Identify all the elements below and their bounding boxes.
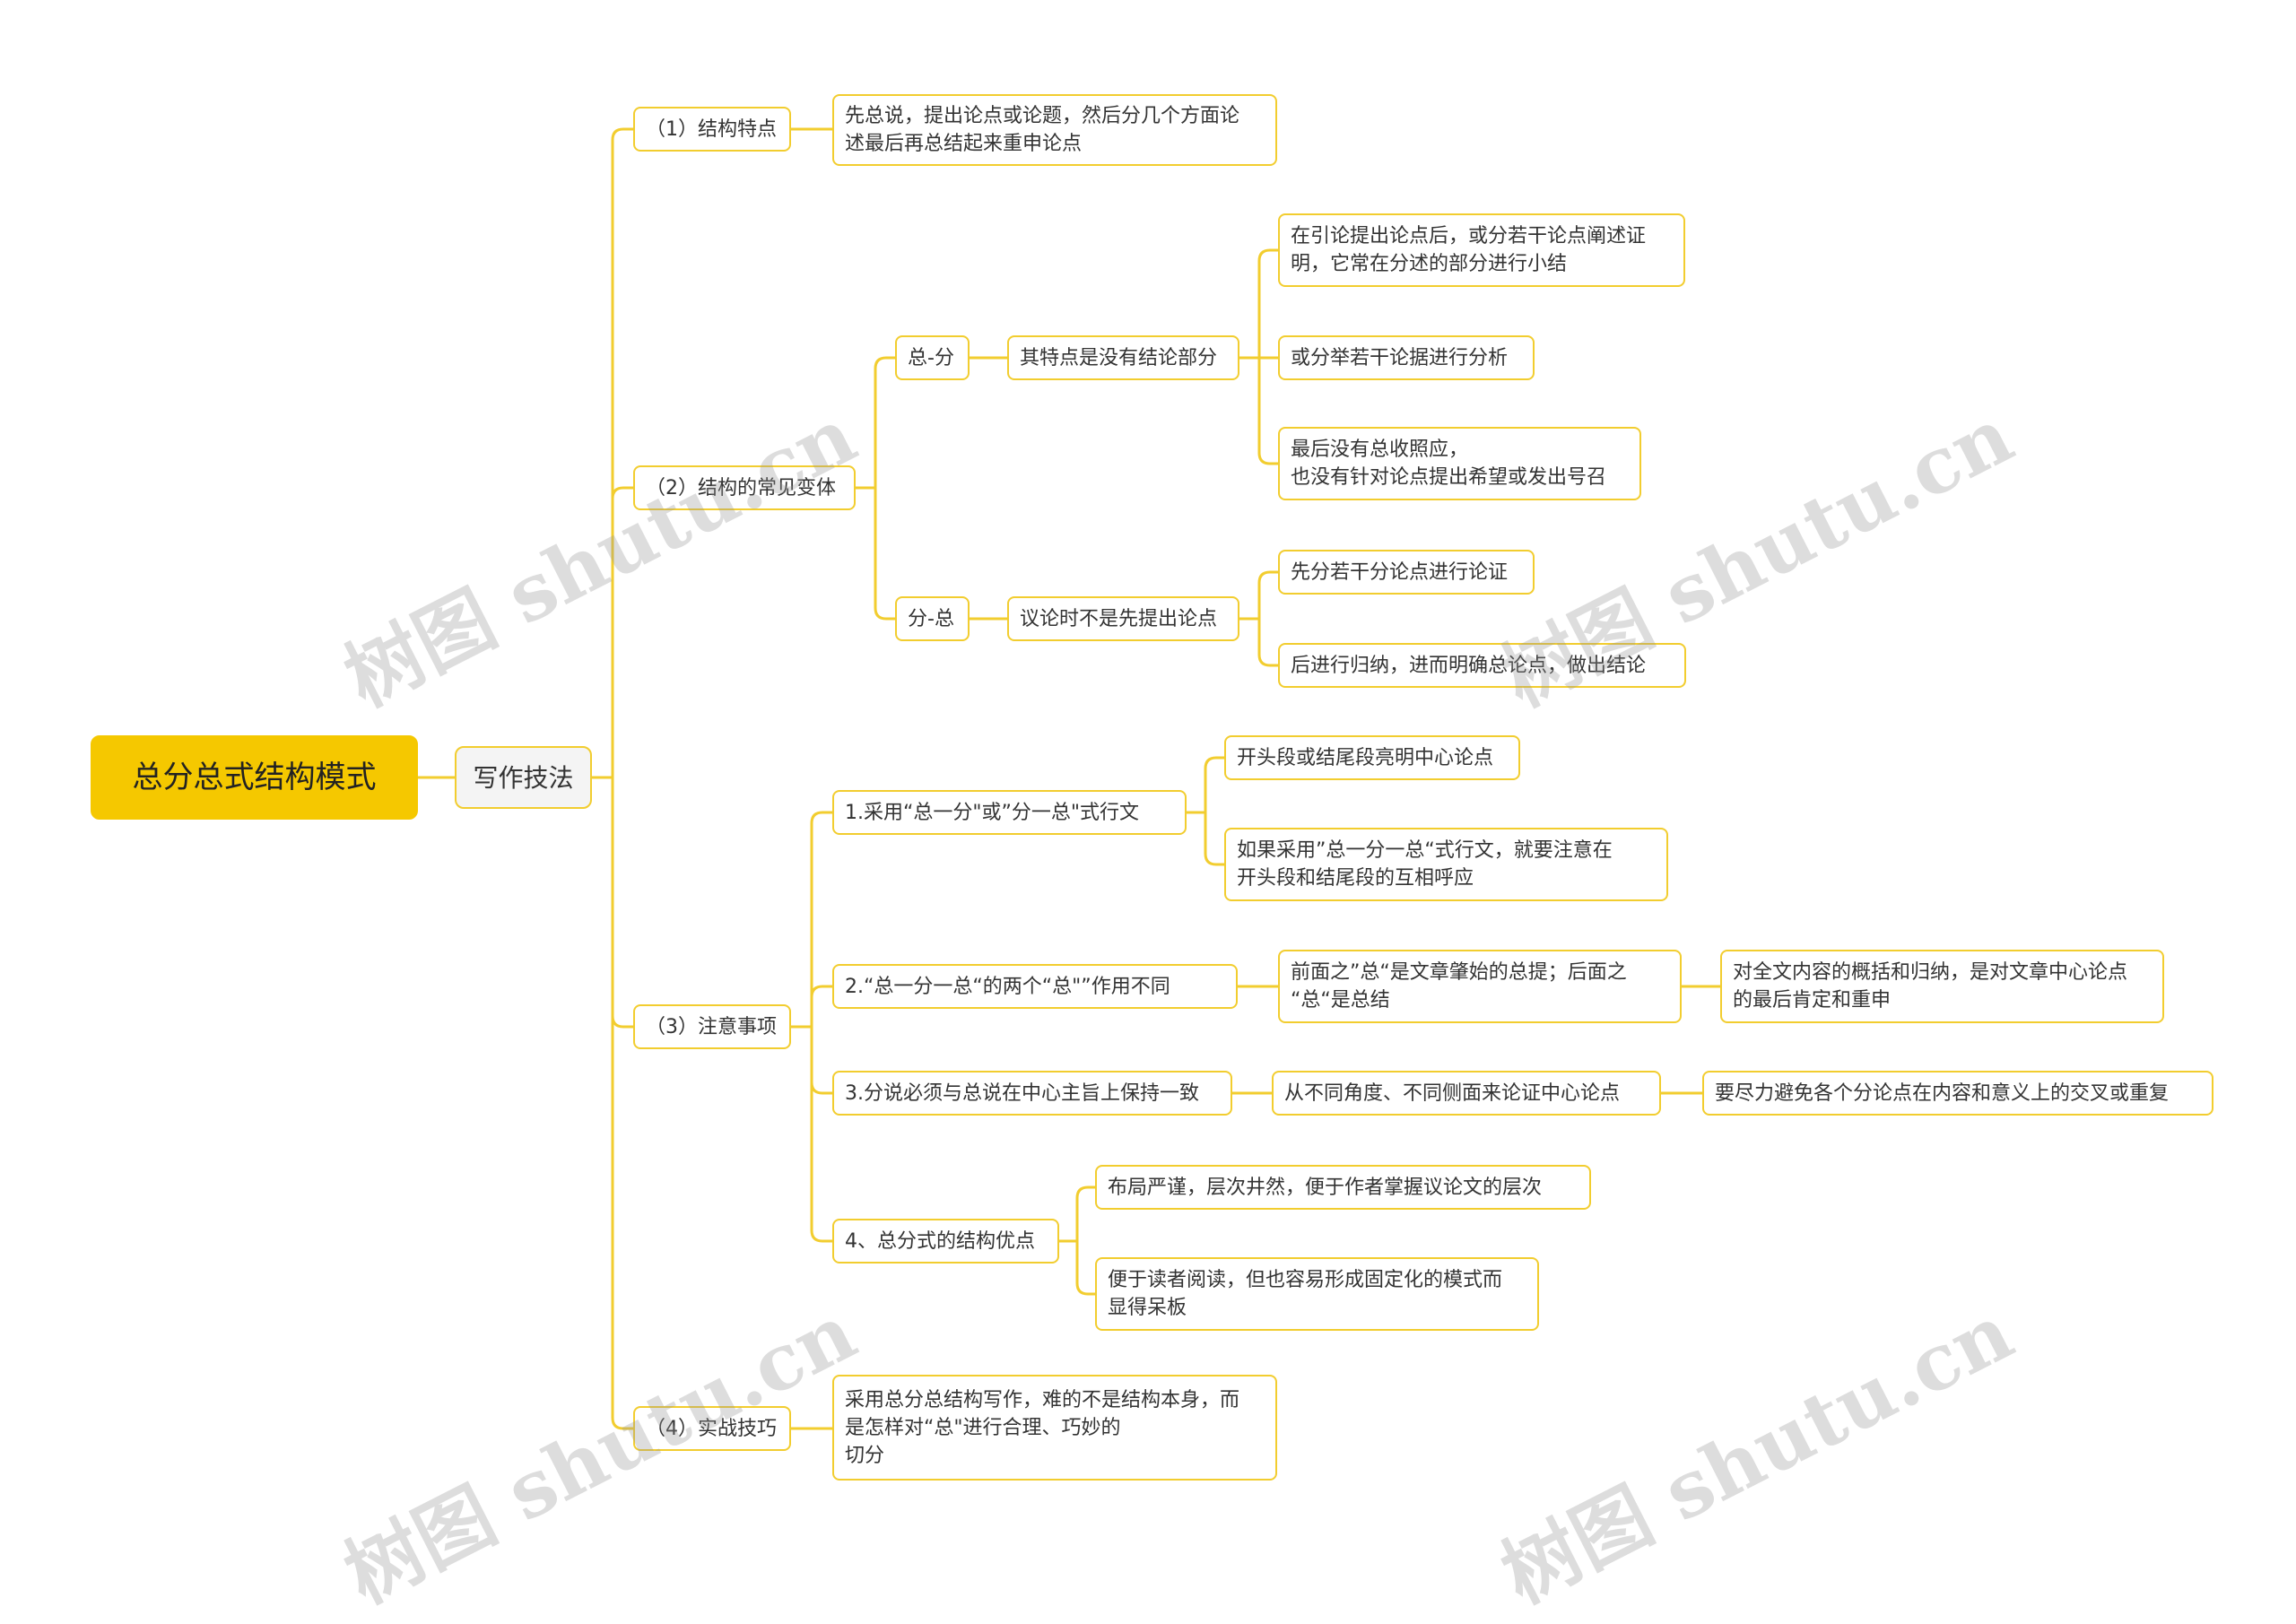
- variant-fen-zong-feature[interactable]: 议论时不是先提出论点: [1007, 596, 1239, 641]
- connector-line: [611, 776, 635, 1430]
- fen-zong-item-2[interactable]: 后进行归纳，进而明确总论点，做出结论: [1278, 643, 1686, 688]
- section-notes[interactable]: （3）注意事项: [633, 1004, 791, 1049]
- note-3[interactable]: 3.分说必须与总说在中心主旨上保持一致: [832, 1071, 1232, 1116]
- note-3-detail-2[interactable]: 要尽力避免各个分论点在内容和意义上的交叉或重复: [1702, 1071, 2213, 1116]
- connector-line: [1257, 570, 1280, 621]
- note-4[interactable]: 4、总分式的结构优点: [832, 1219, 1059, 1264]
- variant-fen-zong[interactable]: 分-总: [895, 596, 970, 641]
- note-2-detail-2[interactable]: 对全文内容的概括和归纳，是对文章中心论点 的最后肯定和重申: [1720, 950, 2164, 1023]
- note-2-detail[interactable]: 前面之”总“是文章肇始的总提；后面之 “总“是总结: [1278, 950, 1682, 1023]
- note-4-item-1[interactable]: 布局严谨，层次井然，便于作者掌握议论文的层次: [1095, 1165, 1591, 1210]
- connector-line: [1204, 811, 1226, 866]
- zong-fen-item-1[interactable]: 在引论提出论点后，或分若干论点阐述证 明，它常在分述的部分进行小结: [1278, 213, 1685, 287]
- root-node[interactable]: 总分总式结构模式: [91, 735, 418, 820]
- section-variants[interactable]: （2）结构的常见变体: [633, 465, 856, 510]
- connector-line: [810, 1025, 834, 1095]
- note-1-item-1[interactable]: 开头段或结尾段亮明中心论点: [1224, 735, 1520, 780]
- note-2[interactable]: 2.“总一分一总“的两个“总"”作用不同: [832, 964, 1238, 1009]
- connector-line: [1257, 617, 1280, 667]
- connector-line: [611, 127, 635, 779]
- connector-line: [611, 776, 635, 1029]
- note-3-detail[interactable]: 从不同角度、不同侧面来论证中心论点: [1272, 1071, 1661, 1116]
- fen-zong-item-1[interactable]: 先分若干分论点进行论证: [1278, 550, 1535, 595]
- zong-fen-item-3[interactable]: 最后没有总收照应， 也没有针对论点提出希望或发出号召: [1278, 427, 1641, 500]
- connector-line: [810, 811, 834, 1029]
- note-1[interactable]: 1.采用“总一分"或”分一总"式行文: [832, 790, 1187, 835]
- variant-zong-fen-feature[interactable]: 其特点是没有结论部分: [1007, 335, 1239, 380]
- zong-fen-item-2[interactable]: 或分举若干论据进行分析: [1278, 335, 1535, 380]
- connector-line: [810, 1025, 834, 1243]
- connector-line: [1257, 248, 1280, 360]
- category-node[interactable]: 写作技法: [455, 746, 592, 809]
- connector-line: [874, 486, 897, 621]
- connector-lines: [416, 127, 1722, 1430]
- note-4-item-2[interactable]: 便于读者阅读，但也容易形成固定化的模式而 显得呆板: [1095, 1257, 1539, 1331]
- connector-line: [1257, 356, 1280, 465]
- connector-line: [810, 985, 834, 1029]
- connector-line: [1075, 1239, 1097, 1296]
- practice-text[interactable]: 采用总分总结构写作，难的不是结构本身，而 是怎样对“总"进行合理、巧妙的 切分: [832, 1375, 1277, 1481]
- variant-zong-fen[interactable]: 总-分: [895, 335, 970, 380]
- connector-line: [611, 486, 635, 779]
- connector-line: [874, 356, 897, 490]
- connector-line: [1075, 1185, 1097, 1243]
- section-structure-feature[interactable]: （1）结构特点: [633, 107, 791, 152]
- structure-feature-text[interactable]: 先总说，提出论点或论题，然后分几个方面论 述最后再总结起来重申论点: [832, 94, 1277, 166]
- note-1-item-2[interactable]: 如果采用”总一分一总“式行文，就要注意在 开头段和结尾段的互相呼应: [1224, 828, 1668, 901]
- section-practice[interactable]: （4）实战技巧: [633, 1406, 791, 1451]
- connector-line: [1204, 756, 1226, 814]
